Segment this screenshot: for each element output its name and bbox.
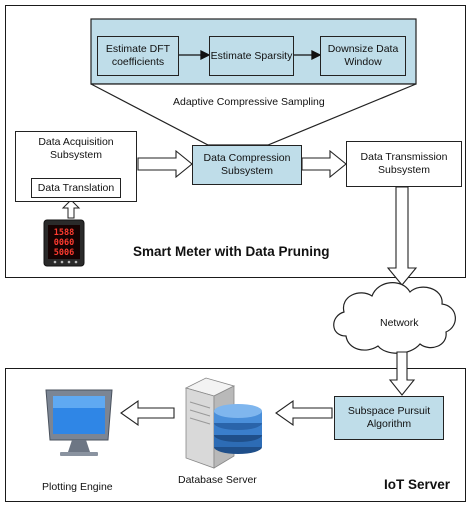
acs-step-arrow-2	[294, 49, 322, 61]
subspace-pursuit-box: Subspace Pursuit Algorithm	[334, 396, 444, 440]
iot-server-title: IoT Server	[384, 477, 451, 492]
data-compression-label: Data Compression Subsystem	[203, 152, 291, 177]
meter-reading-1: 1588	[54, 228, 74, 238]
data-transmission-label: Data Transmission Subsystem	[360, 151, 448, 176]
data-compression-box: Data Compression Subsystem	[192, 145, 302, 185]
estimate-dft-box: Estimate DFT coefficients	[97, 36, 179, 76]
estimate-sparsity-box: Estimate Sparsity	[209, 36, 294, 76]
database-server-label: Database Server	[178, 474, 257, 486]
arrow-compression-to-transmission	[301, 149, 347, 179]
monitor-icon	[45, 389, 113, 456]
smart-meter-device-icon: 1588 0060 5006	[43, 219, 85, 267]
data-acquisition-label: Data Acquisition Subsystem	[38, 136, 114, 161]
arrow-subspace-to-database	[275, 399, 333, 427]
iot-server-frame	[5, 368, 466, 502]
meter-reading-3: 5006	[54, 248, 74, 258]
data-translation-label: Data Translation	[37, 181, 115, 194]
subspace-pursuit-label: Subspace Pursuit Algorithm	[347, 405, 431, 430]
smart-meter-title: Smart Meter with Data Pruning	[133, 244, 330, 259]
acs-label: Adaptive Compressive Sampling	[173, 96, 325, 108]
downsize-window-label: Downsize Data Window	[327, 43, 399, 68]
estimate-dft-label: Estimate DFT coefficients	[105, 43, 171, 68]
acs-step-arrow-1	[179, 49, 211, 61]
arrow-database-to-plotting	[120, 399, 175, 427]
data-translation-box: Data Translation	[31, 178, 121, 198]
network-cloud	[333, 282, 456, 354]
arrow-acq-to-compression	[137, 149, 193, 179]
database-server-icon	[184, 377, 262, 469]
estimate-sparsity-label: Estimate Sparsity	[210, 49, 293, 62]
arrow-network-to-subspace	[388, 351, 416, 396]
downsize-window-box: Downsize Data Window	[320, 36, 406, 76]
data-transmission-box: Data Transmission Subsystem	[346, 141, 462, 187]
acs-funnel	[90, 83, 417, 146]
arrow-meter-to-translation	[61, 199, 81, 219]
plotting-engine-label: Plotting Engine	[42, 481, 113, 493]
arrow-transmission-to-network	[386, 186, 418, 286]
network-label: Network	[380, 317, 419, 329]
smart-meter-frame	[5, 5, 466, 278]
meter-reading-2: 0060	[54, 238, 74, 248]
